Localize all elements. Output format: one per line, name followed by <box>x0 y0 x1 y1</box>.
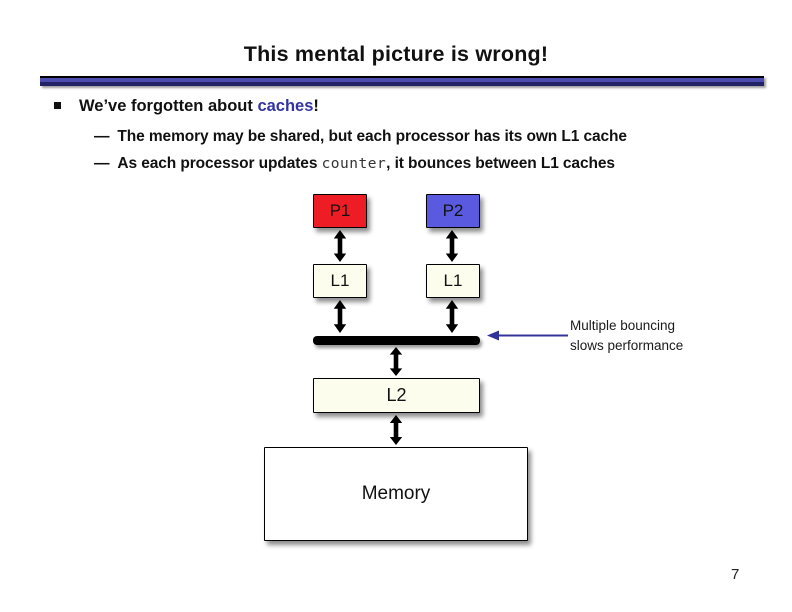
annotation-line-2: slows performance <box>570 338 684 353</box>
slide-title: This mental picture is wrong! <box>243 42 549 66</box>
l1-cache-left-box: L1 <box>313 264 367 298</box>
dash-bullet-icon: — <box>94 155 110 172</box>
processor-p1-box: P1 <box>313 194 367 228</box>
annotation-line-1: Multiple bouncing <box>570 318 676 333</box>
double-arrow-l2-memory-icon <box>389 415 403 445</box>
bullet-forgotten-caches: We’ve forgotten about caches! <box>54 97 319 116</box>
memory-box: Memory <box>264 447 528 541</box>
double-arrow-bus-l2-icon <box>389 347 403 376</box>
double-arrow-l1-bus-right-icon <box>445 300 459 333</box>
square-bullet-icon <box>54 102 61 109</box>
counter-code: counter <box>321 156 387 172</box>
annotation-text: Multiple bouncing slows performance <box>570 316 683 356</box>
sub-bullet-memory-shared-text: The memory may be shared, but each proce… <box>117 128 627 145</box>
l2-cache-box: L2 <box>313 378 480 413</box>
bus-bar <box>313 336 480 345</box>
bullet-text-pre: We’ve forgotten about <box>79 97 258 115</box>
double-arrow-p1-l1-icon <box>333 230 347 262</box>
page-number: 7 <box>731 566 740 583</box>
processor-p2-box: P2 <box>426 194 480 228</box>
caches-highlight: caches <box>257 97 314 115</box>
annotation-left-arrow-icon <box>487 330 568 341</box>
double-arrow-p2-l1-icon <box>445 230 459 262</box>
sub-bullet-counter-post: , it bounces between L1 caches <box>386 155 615 172</box>
title-divider-bar <box>40 76 764 86</box>
double-arrow-l1-bus-left-icon <box>333 300 347 333</box>
dash-bullet-icon: — <box>94 128 110 145</box>
bullet-text-post: ! <box>313 97 319 115</box>
sub-bullet-counter-bounces: — As each processor updates counter, it b… <box>94 155 615 173</box>
sub-bullet-counter-pre: As each processor updates <box>117 155 322 172</box>
sub-bullet-memory-shared: — The memory may be shared, but each proc… <box>94 128 627 146</box>
l1-cache-right-box: L1 <box>426 264 480 298</box>
